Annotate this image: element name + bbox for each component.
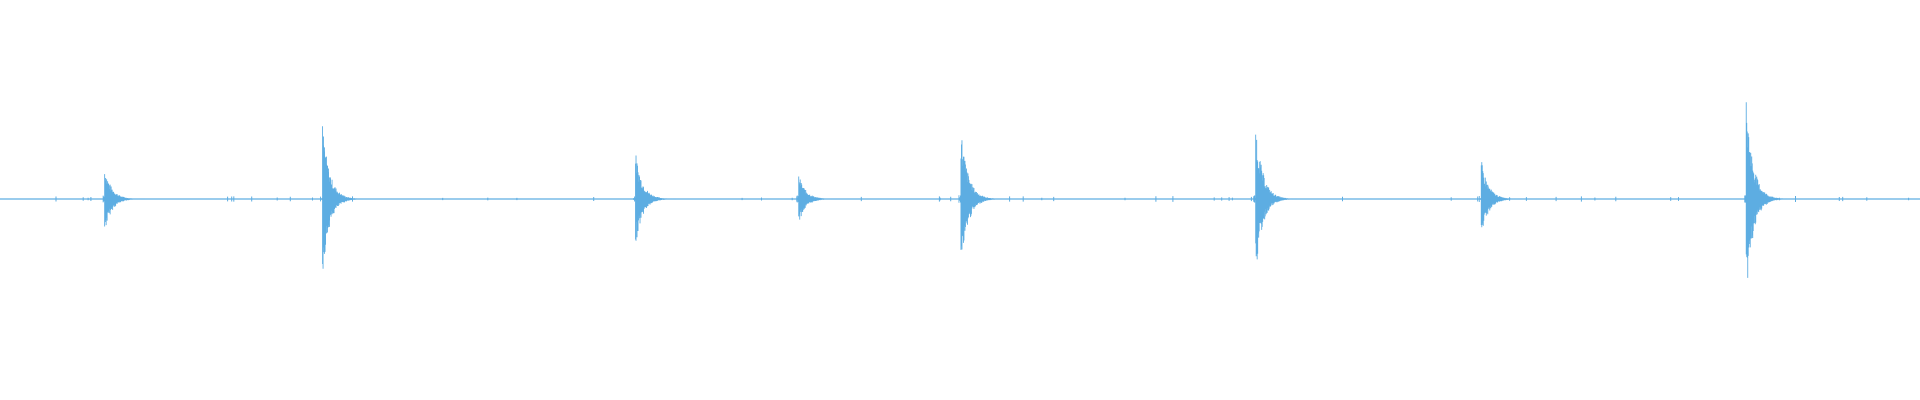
waveform-transient	[102, 174, 146, 227]
waveform-transient-path	[633, 155, 676, 241]
waveform-transient-path	[1253, 134, 1297, 260]
waveform-transient	[1253, 134, 1297, 260]
waveform-noise	[55, 196, 1910, 202]
waveform-transient-path	[320, 126, 364, 269]
waveform-transient	[320, 126, 364, 269]
waveform-transient	[633, 155, 676, 241]
waveform-transient	[796, 176, 840, 220]
waveform-marks	[0, 102, 1920, 278]
waveform-transient	[1743, 102, 1787, 278]
waveform-transient-path	[958, 140, 1002, 250]
waveform-transient-path	[102, 174, 146, 227]
waveform-transient	[958, 140, 1002, 250]
waveform-transient-path	[1743, 102, 1787, 278]
waveform-transient	[1478, 162, 1522, 228]
waveform-transient-path	[1478, 162, 1522, 228]
waveform-transient-path	[796, 176, 840, 220]
